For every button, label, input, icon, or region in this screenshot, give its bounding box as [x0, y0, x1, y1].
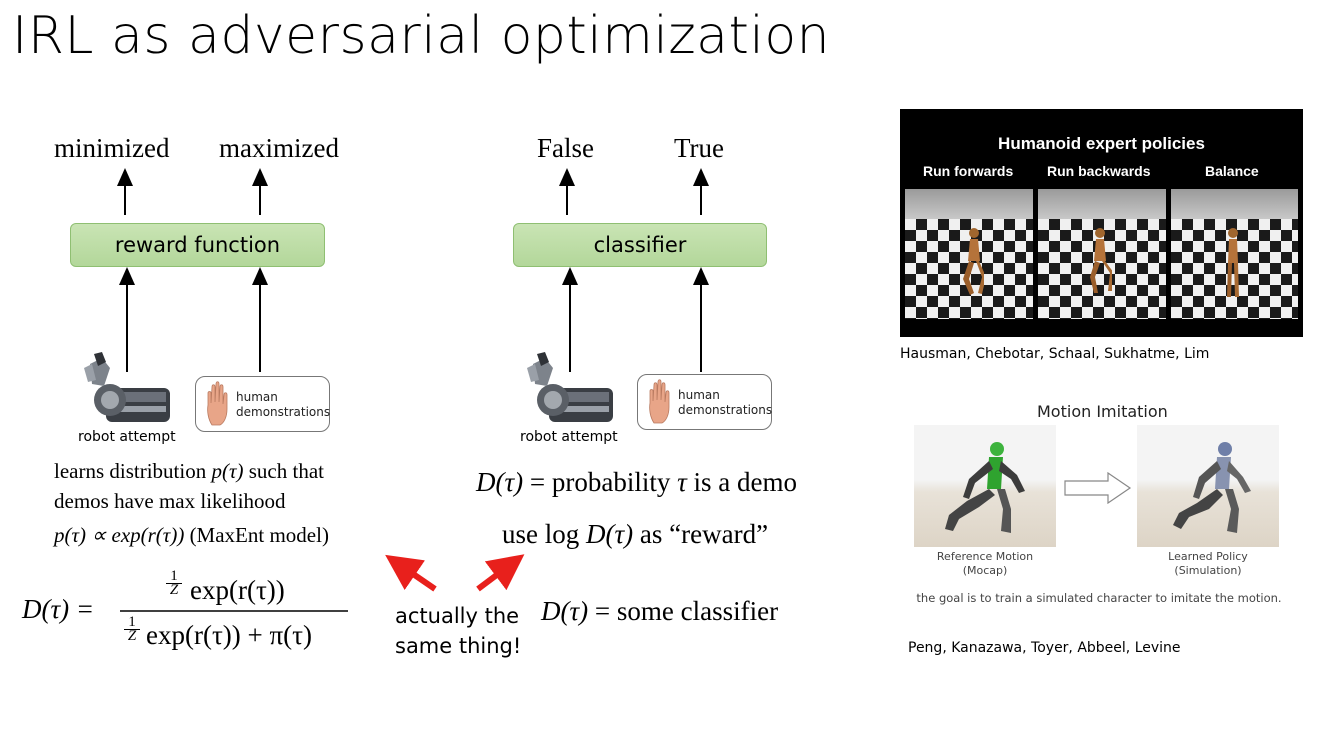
- caption-line: Reference Motion: [936, 550, 1034, 563]
- balance-label: Balance: [1205, 163, 1259, 179]
- output-true-label: True: [674, 133, 725, 163]
- math-tau: τ: [677, 467, 687, 497]
- blue-running-figure-icon: [1173, 442, 1251, 533]
- humanoid-panel-title: Humanoid expert policies: [998, 134, 1205, 153]
- robot-arm-icon: [527, 352, 613, 422]
- hand-icon: [649, 379, 670, 424]
- reference-motion-caption: Reference Motion (Mocap): [914, 550, 1056, 578]
- humanoid-figure-icon: [963, 228, 984, 295]
- same-thing-note: actually the same thing!: [395, 601, 521, 661]
- classifier-box: classifier: [513, 223, 767, 267]
- maxent-text-line-1: learns distribution p(τ) such that: [54, 459, 324, 484]
- formula-denominator: exp(r(τ)) + π(τ): [146, 620, 312, 650]
- green-running-figure-icon: [945, 442, 1025, 533]
- run-forwards-frame: [905, 189, 1033, 319]
- humanoid-credit: Hausman, Chebotar, Schaal, Sukhatme, Lim: [900, 346, 1210, 362]
- math-d-tau: D(τ): [586, 519, 634, 549]
- learned-policy-frame: [1137, 425, 1279, 547]
- run-backwards-frame: [1038, 189, 1166, 319]
- red-arrow-right: [476, 554, 525, 592]
- classifier-text-line-1: D(τ) = probability τ is a demo: [476, 467, 797, 498]
- fraction-numerator: 1: [128, 614, 136, 630]
- fraction-numerator: 1: [170, 568, 178, 584]
- slide-title: IRL as adversarial optimization: [12, 6, 831, 66]
- math-d-tau: D(τ): [476, 467, 524, 497]
- robot-arm-icon: [84, 352, 170, 422]
- motion-credit: Peng, Kanazawa, Toyer, Abbeel, Levine: [908, 640, 1181, 656]
- note-line-2: same thing!: [395, 634, 522, 658]
- formula-numerator: exp(r(τ)): [190, 575, 285, 605]
- text-fragment: = probability: [523, 467, 678, 497]
- classifier-text-line-2: use log D(τ) as “reward”: [502, 519, 768, 550]
- text-fragment: such that: [243, 459, 324, 483]
- humanoid-figure-icon: [1227, 228, 1239, 297]
- human-demonstrations-box: human demonstrations: [637, 374, 772, 430]
- output-false-label: False: [537, 133, 594, 163]
- reward-function-box: reward function: [70, 223, 325, 267]
- math-d-tau: D(τ): [541, 596, 589, 626]
- robot-attempt-caption: robot attempt: [520, 429, 618, 445]
- hollow-right-arrow-icon: [1064, 472, 1132, 504]
- math-proportional: p(τ) ∝ exp(r(τ)): [54, 523, 185, 547]
- caption-line: (Mocap): [962, 564, 1008, 577]
- maxent-text-line-2: demos have max likelihood: [54, 489, 286, 513]
- note-line-1: actually the: [395, 604, 520, 628]
- run-backwards-label: Run backwards: [1047, 163, 1151, 179]
- text-fragment: = some classifier: [588, 596, 779, 626]
- maxent-text-line-3: p(τ) ∝ exp(r(τ)) (MaxEnt model): [54, 523, 329, 548]
- output-maximized-label: maximized: [219, 133, 339, 163]
- caption-line: Learned Policy: [1168, 550, 1248, 563]
- red-arrow-left: [385, 554, 437, 592]
- hand-icon: [207, 381, 228, 426]
- reference-motion-frame: [914, 425, 1056, 547]
- fraction-denominator: Z: [166, 583, 182, 598]
- formula-num-fraction: 1 Z: [166, 568, 182, 598]
- robot-attempt-caption: robot attempt: [78, 429, 176, 445]
- text-fragment: as “reward”: [633, 519, 769, 549]
- humanoid-expert-video: Humanoid expert policies Run forwards Ru…: [900, 109, 1303, 337]
- human-demonstrations-box: human demonstrations: [195, 376, 330, 432]
- formula-den-fraction: 1 Z: [124, 614, 140, 644]
- output-minimized-label: minimized: [54, 133, 170, 163]
- learned-policy-caption: Learned Policy (Simulation): [1137, 550, 1279, 578]
- caption-line: (Simulation): [1174, 564, 1242, 577]
- motion-goal-caption: the goal is to train a simulated charact…: [916, 591, 1282, 605]
- text-fragment: (MaxEnt model): [184, 523, 329, 547]
- text-fragment: is a demo: [686, 467, 798, 497]
- some-classifier-formula: D(τ) = some classifier: [541, 596, 778, 627]
- text-fragment: use log: [502, 519, 586, 549]
- math-p-tau: p(τ): [211, 459, 244, 483]
- motion-imitation-title: Motion Imitation: [1037, 402, 1168, 421]
- formula-lhs: D(τ) =: [22, 594, 95, 624]
- humanoid-figure-icon: [1090, 228, 1112, 293]
- human-demonstrations-label: human demonstrations: [678, 388, 773, 417]
- fraction-denominator: Z: [124, 629, 140, 644]
- text-fragment: learns distribution: [54, 459, 212, 483]
- run-forwards-label: Run forwards: [923, 163, 1014, 179]
- balance-frame: [1171, 189, 1298, 319]
- human-demonstrations-label: human demonstrations: [236, 390, 331, 419]
